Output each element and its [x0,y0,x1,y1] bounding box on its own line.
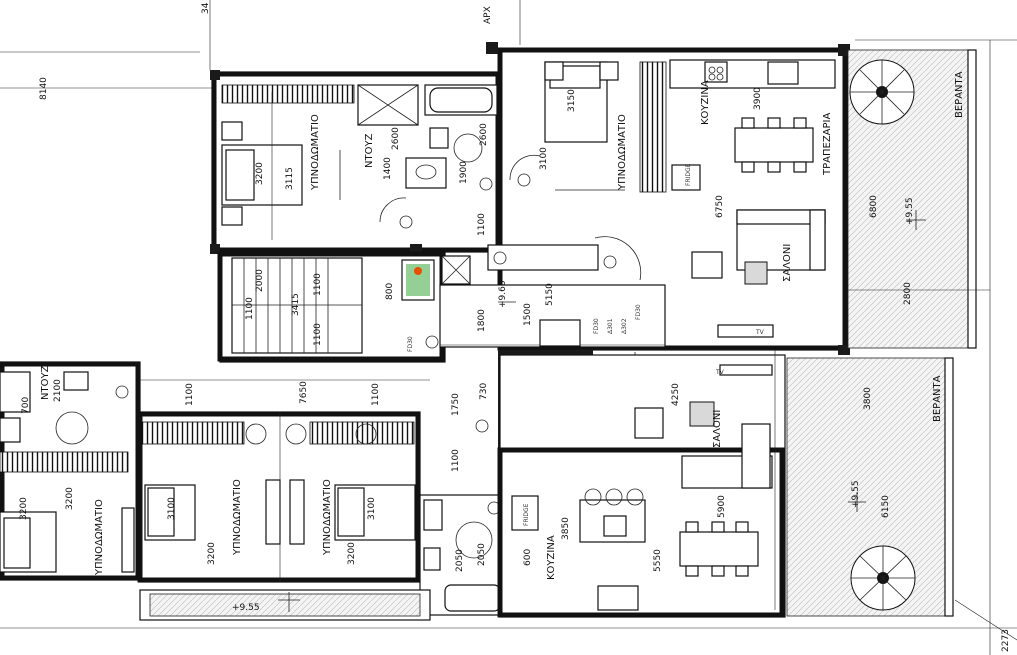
dim-2100: 2100 [53,379,63,402]
dim-1800a: 1800 [477,309,487,332]
dim-1100g: 1100 [451,449,461,472]
dim-5150: 5150 [545,283,555,306]
dim-3200: 3200 [255,162,265,185]
stair-spiral-bottom [851,546,915,610]
dim-2050: 2050 [455,549,465,572]
veranda-label-bottom: ΒΕΡΑΝΤΑ [932,375,943,422]
dim-3200c: 3200 [65,487,75,510]
bedroom-label-2: ΥΠΝΟΔΩΜΑΤΙΟ [617,114,628,191]
kitchen-label: ΚΟΥΖΙΝΑ [700,80,711,125]
dim-2000: 2000 [255,269,265,292]
d301-label: Δ301 [607,318,614,334]
level-bottom: +9.55 [232,603,260,613]
shower-wc: ΝΤΟΥΖ 2600 1400 1900 2600 [357,84,498,229]
dim-3200b: 3200 [19,497,29,520]
dim-3100b: 3100 [167,497,177,520]
fd30-label-b: FD30 [635,304,642,320]
veranda-label-top: ΒΕΡΑΝΤΑ [954,71,965,118]
kitchen-dining-top: FRIDGE ΚΟΥΖΙΝΑ 3900 ΤΡΑΠΕΖΑΡΙΑ 6750 ΣΑΛΟ… [669,59,836,338]
lobby: 1100 +9.60 1800 1500 5150 FD30 Δ301 Δ302… [439,213,666,385]
dim-3850: 3850 [561,517,571,540]
dim-2600b: 2600 [479,123,489,146]
dim-1100b: 1100 [245,297,255,320]
bottom-left-unit: ΝΤΟΥΖ 2100 700 3200 3200 ΥΠΝΟΔΩΜΑΤΙΟ [0,361,141,581]
dim-2050b: 2050 [477,543,487,566]
kitchen-label-2: ΚΟΥΖΙΝΑ [546,535,557,580]
dim-1500: 1500 [523,303,533,326]
dim-3150: 3150 [567,89,577,112]
bedroom-top-center: ΥΠΝΟΔΩΜΑΤΙΟ 3150 3100 [509,61,667,193]
bedroom-label-5: ΥΠΝΟΔΩΜΑΤΙΟ [322,479,333,556]
dim-1100f: 1100 [371,383,381,406]
dim-3100c: 3100 [367,497,377,520]
bottom-kitchen-living: FRIDGE 600 ΚΟΥΖΙΝΑ 3850 5900 5550 4250 Σ… [497,349,786,618]
dim-6800: 6800 [869,195,879,218]
dim-2273: 2273 [1001,629,1011,652]
dim-600: 600 [523,549,533,566]
bedroom-label-3: ΥΠΝΟΔΩΜΑΤΙΟ [94,499,105,576]
dim-3900: 3900 [753,87,763,110]
dim-1750: 1750 [451,393,461,416]
stair-flight [231,257,363,354]
dim-3100: 3100 [539,147,549,170]
veranda-bottom: ΒΕΡΑΝΤΑ 3800 +9.55 6150 [786,357,954,617]
dim-6750: 6750 [715,195,725,218]
stair-core: 1100 2000 3415 1100 1100 800 FD30 1100 [217,251,471,363]
fd30-label-a: FD30 [593,318,600,334]
dim-7650: 7650 [299,381,309,404]
dim-1900: 1900 [459,161,469,184]
level-veranda-bottom: +9.55 [851,480,861,508]
top-labels: 8140 34 ΑΡΧ 2273 [39,2,1011,652]
arch-label: ΑΡΧ [483,6,493,24]
dim-3415: 3415 [291,293,301,316]
bedroom-label-4: ΥΠΝΟΔΩΜΑΤΙΟ [232,479,243,556]
dim-1400: 1400 [383,157,393,180]
dim-8140: 8140 [39,77,49,100]
dim-2600: 2600 [391,127,401,150]
dim-5900: 5900 [717,495,727,518]
d302-label: Δ302 [621,318,628,334]
dim-730: 730 [479,383,489,400]
shower-label: ΝΤΟΥΖ [364,133,375,168]
dim-3800: 3800 [863,387,873,410]
balcony-bottom-strip: +9.55 [139,589,431,621]
dim-3200d: 3200 [207,542,217,565]
dim-800a: 800 [385,283,395,300]
dim-1100-vert: 1100 [477,213,487,236]
living-label-2: ΣΑΛΟΝΙ [712,410,723,448]
dim-6150: 6150 [881,495,891,518]
dim-2800: 2800 [903,282,913,305]
tv-label-bottom: TV [715,369,725,376]
dining-label: ΤΡΑΠΕΖΑΡΙΑ [822,113,833,176]
bedroom-label: ΥΠΝΟΔΩΜΑΤΙΟ [310,114,321,191]
fridge-label: FRIDGE [685,163,692,186]
tv-label-top: TV [755,329,765,336]
living-label: ΣΑΛΟΝΙ [782,244,793,282]
dim-5550: 5550 [653,549,663,572]
dim-700: 700 [21,397,31,414]
level-lobby: +9.60 [498,280,508,308]
dim-1100c: 1100 [313,273,323,296]
dim-1100e: 1100 [185,383,195,406]
shower-label-2: ΝΤΟΥΖ [40,365,51,400]
stair-spiral-top [850,60,914,124]
fd30-label-left: FD30 [407,336,414,352]
dim-1100d: 1100 [313,323,323,346]
level-veranda-top: +9.55 [905,197,915,225]
dim-34: 34 [201,2,211,14]
corridor-dims: 1100 7650 1100 1750 730 1100 [140,379,489,472]
fridge-label-2: FRIDGE [523,503,530,526]
dim-3200e: 3200 [347,542,357,565]
bathroom-bottom: 2050 2050 [419,494,501,616]
bedroom-top-left: ΥΠΝΟΔΩΜΑΤΙΟ 3115 3200 [221,84,355,240]
dim-3115: 3115 [285,167,295,190]
bottom-middle-unit: 3100 3100 ΥΠΝΟΔΩΜΑΤΙΟ ΥΠΝΟΔΩΜΑΤΙΟ 3200 3… [137,411,421,583]
dim-4250: 4250 [671,383,681,406]
veranda-top: ΒΕΡΑΝΤΑ 6800 +9.55 2800 [847,49,990,349]
